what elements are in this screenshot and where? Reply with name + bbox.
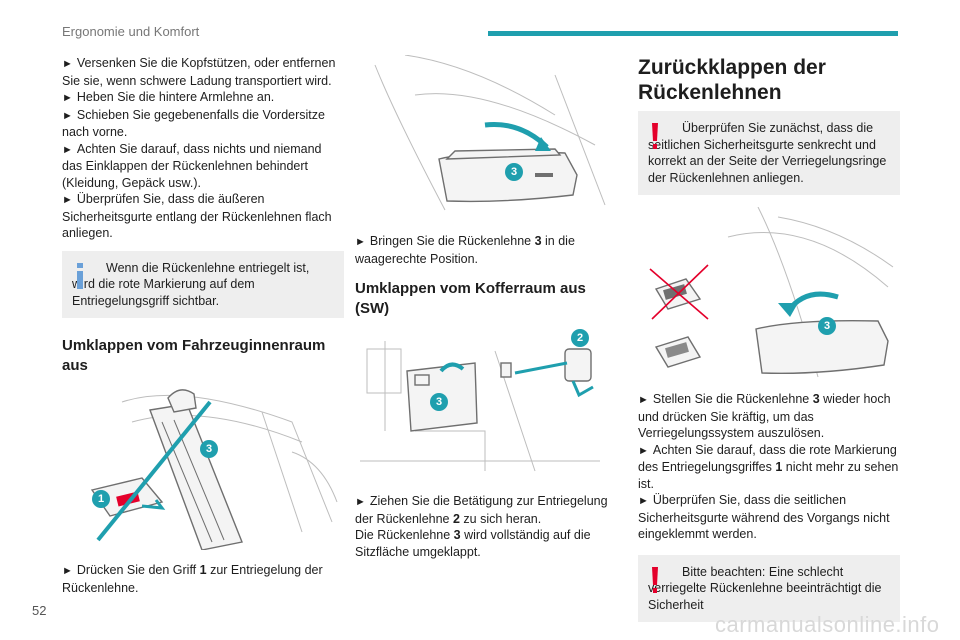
info-icon	[75, 262, 85, 294]
callout-3: 3	[430, 393, 448, 411]
bullet-item: ►Überprüfen Sie, dass die äußeren Sicher…	[62, 192, 332, 240]
arrow-right-icon: ►	[62, 109, 73, 122]
step-instruction: ►Stellen Sie die Rückenlehne 3 wieder ho…	[638, 392, 891, 440]
info-note: Wenn die Rückenlehne entriegelt ist, wir…	[62, 250, 344, 318]
result-text: Die Rückenlehne 3 wird vollständig auf d…	[355, 528, 591, 559]
watermark: carmanualsonline.info	[715, 612, 940, 637]
step-instruction: ►Ziehen Sie die Betätigung zur Entriegel…	[355, 494, 608, 526]
arrow-right-icon: ►	[62, 565, 73, 577]
step-instruction: ►Achten Sie darauf, dass die rote Markie…	[638, 442, 899, 491]
bullet-item: ►Versenken Sie die Kopfstützen, oder ent…	[62, 56, 336, 88]
section-title: Ergonomie und Komfort	[62, 24, 200, 39]
bullet-item: ►Heben Sie die hintere Armlehne an.	[62, 90, 275, 104]
callout-3: 3	[200, 440, 218, 458]
arrow-right-icon: ►	[62, 143, 73, 156]
callout-3: 3	[505, 163, 523, 181]
page-number: 52	[32, 603, 47, 618]
arrow-right-icon: ►	[638, 394, 649, 406]
header-accent-bar	[488, 31, 898, 36]
warning-icon	[651, 566, 659, 598]
column-1: ►Versenken Sie die Kopfstützen, oder ent…	[62, 55, 344, 596]
arrow-right-icon: ►	[62, 194, 73, 206]
warning-note-2: Bitte beachten: Eine schlecht verriegelt…	[638, 554, 900, 622]
column-3: Zurückklappen der Rückenlehnen Überprüfe…	[638, 55, 900, 622]
callout-3: 3	[818, 317, 836, 335]
arrow-right-icon: ►	[62, 92, 73, 104]
arrow-right-icon: ►	[638, 495, 649, 507]
arrow-right-icon: ►	[62, 58, 73, 70]
figure-seat-release-trunk: 2 3	[355, 329, 610, 476]
arrow-right-icon: ►	[355, 496, 366, 508]
arrow-right-icon: ►	[355, 236, 366, 248]
warning-icon	[651, 123, 659, 154]
step-instruction: ►Bringen Sie die Rückenlehne 3 in die wa…	[355, 234, 575, 266]
arrow-right-icon: ►	[638, 444, 649, 457]
step-instruction: ►Überprüfen Sie, dass die seitlichen Sic…	[638, 493, 890, 541]
warning-note: Überprüfen Sie zunächst, dass die seitli…	[638, 111, 900, 195]
callout-1: 1	[92, 490, 110, 508]
bullet-item: ►Achten Sie darauf, dass nichts und niem…	[62, 141, 322, 190]
heading-fold-back: Zurückklappen der Rückenlehnen	[638, 56, 826, 104]
heading-trunk: Umklappen vom Kofferraum aus (SW)	[355, 280, 586, 317]
figure-seat-raise: 3	[638, 207, 900, 379]
bullet-item: ►Schieben Sie gegebenenfalls die Vorders…	[62, 107, 325, 140]
figure-seat-release-interior: 3 1	[62, 382, 344, 550]
column-2: 3 ►Bringen Sie die Rückenlehne 3 in die …	[355, 55, 610, 560]
heading-interior: Umklappen vom Fahrzeuginnenraum aus	[62, 337, 326, 374]
step-instruction: ►Drücken Sie den Griff 1 zur Entriegelun…	[62, 563, 323, 595]
callout-2: 2	[571, 329, 589, 347]
figure-seat-fold-horizontal: 3	[355, 55, 610, 215]
